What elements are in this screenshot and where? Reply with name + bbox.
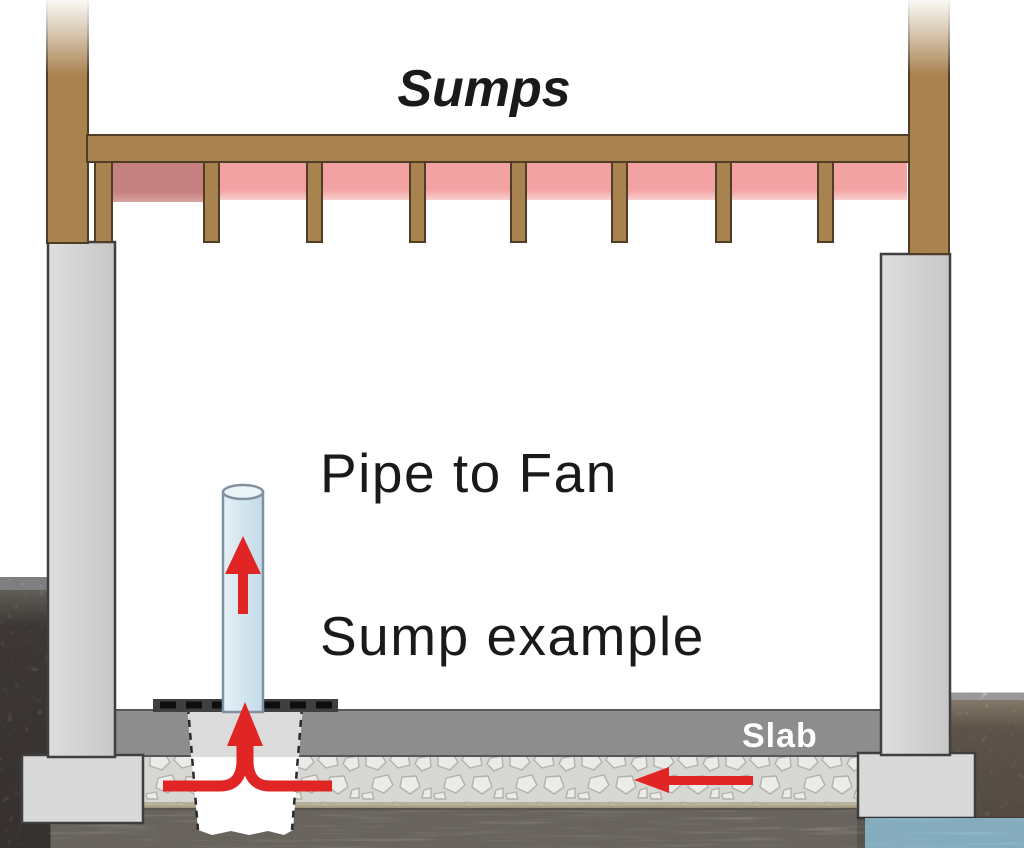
joist — [94, 161, 113, 243]
rim-beam — [86, 134, 910, 163]
airflow-under-slab-arrow — [634, 767, 753, 793]
foundation-wall-right — [879, 252, 952, 757]
diagram-title: Sumps — [397, 60, 570, 118]
sump-example-label: Sump example — [320, 605, 705, 667]
footing-right — [856, 751, 977, 820]
joist — [715, 161, 732, 243]
footing-left — [20, 753, 145, 825]
joist — [611, 161, 628, 243]
joist — [510, 161, 527, 243]
floor-joists — [94, 161, 834, 243]
slab-label: Slab — [742, 717, 818, 755]
airflow-up-pipe-arrow — [225, 536, 261, 614]
joist — [817, 161, 834, 243]
foundation-wall-left — [46, 240, 117, 759]
post-top-fade-right — [906, 0, 952, 75]
joist — [203, 161, 220, 243]
joist — [409, 161, 426, 243]
insulation-batt-dark — [112, 163, 204, 202]
ground-water — [865, 818, 1024, 848]
pipe-top-opening — [221, 483, 265, 501]
airflow-sump-converge-arrow — [163, 702, 332, 792]
pipe-to-fan-label: Pipe to Fan — [320, 442, 618, 504]
joist — [306, 161, 323, 243]
post-top-fade-left — [44, 0, 91, 75]
